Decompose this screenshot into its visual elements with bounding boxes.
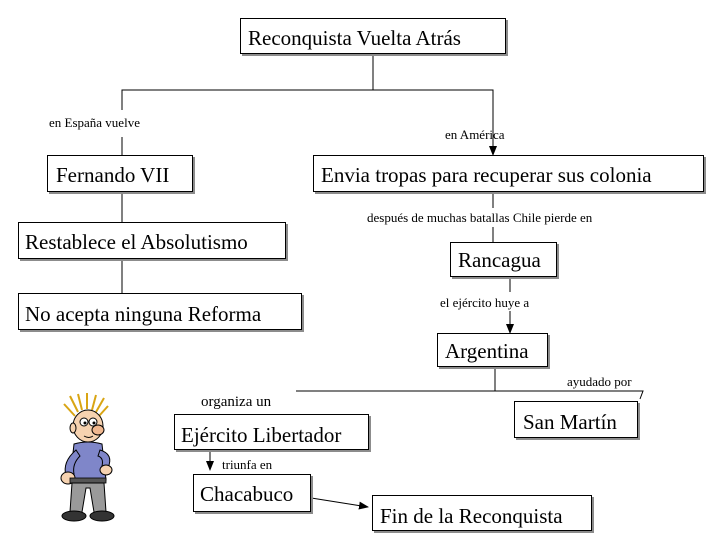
argentina-node: Argentina xyxy=(437,333,548,367)
connector-root-right xyxy=(373,89,497,156)
connector-argentina-organiza xyxy=(296,367,496,392)
tropas-node-label: Envia tropas para recuperar sus colonia xyxy=(321,163,652,187)
rancagua-node: Rancagua xyxy=(450,242,557,277)
label-ayudado: ayudado por xyxy=(567,374,632,389)
connector-argentina-ayudado xyxy=(495,390,644,400)
label-organiza: organiza un xyxy=(201,394,272,410)
fernando-node-label: Fernando VII xyxy=(56,163,170,187)
label-triunfa: triunfa en xyxy=(222,457,273,472)
connector-root-left xyxy=(121,55,374,110)
ejercito-node-label: Ejército Libertador xyxy=(181,423,342,447)
rancagua-node-label: Rancagua xyxy=(458,248,541,272)
argentina-node-label: Argentina xyxy=(445,339,529,363)
ejercito-node: Ejército Libertador xyxy=(174,414,369,450)
fin-node-label: Fin de la Reconquista xyxy=(380,504,563,528)
label-espana: en España vuelve xyxy=(49,115,140,130)
absolutismo-node: Restablece el Absolutismo xyxy=(18,222,286,259)
sanmartin-node-label: San Martín xyxy=(523,410,617,434)
label-despues: después de muchas batallas Chile pierde … xyxy=(367,210,593,225)
root-node-label: Reconquista Vuelta Atrás xyxy=(248,26,461,50)
sanmartin-node: San Martín xyxy=(514,401,638,438)
reforma-node-label: No acepta ninguna Reforma xyxy=(25,302,262,326)
reforma-node: No acepta ninguna Reforma xyxy=(18,293,302,330)
tropas-node: Envia tropas para recuperar sus colonia xyxy=(313,155,704,192)
absolutismo-node-label: Restablece el Absolutismo xyxy=(25,230,248,254)
fernando-node: Fernando VII xyxy=(47,155,193,192)
label-america: en América xyxy=(445,127,505,142)
root-node: Reconquista Vuelta Atrás xyxy=(240,18,506,54)
cartoon-man-thinking-icon xyxy=(48,392,138,528)
label-huye: el ejército huye a xyxy=(440,295,530,310)
chacabuco-node-label: Chacabuco xyxy=(200,482,294,506)
connector-chacabuco-fin xyxy=(304,496,369,510)
chacabuco-node: Chacabuco xyxy=(193,474,311,512)
fin-node: Fin de la Reconquista xyxy=(372,495,592,531)
